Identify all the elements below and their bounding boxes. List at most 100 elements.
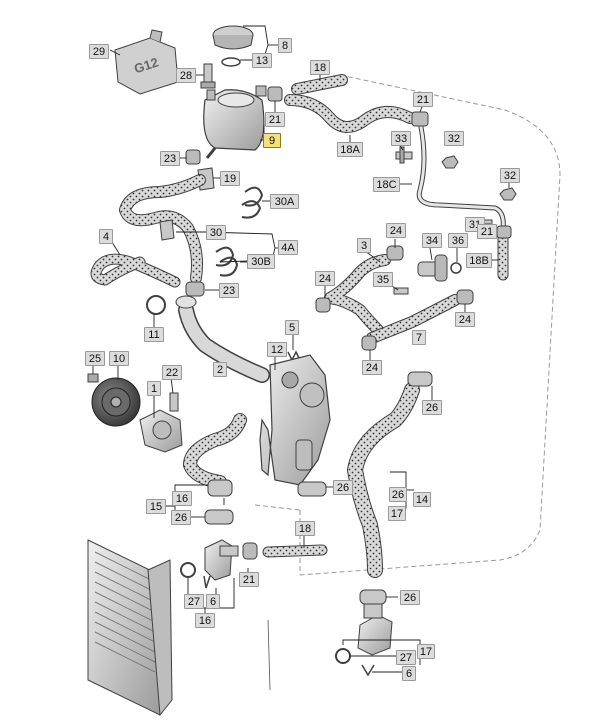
pipe-18C	[416, 121, 506, 231]
label-group-brackets	[267, 619, 271, 691]
callout-16-upper: 16	[172, 491, 192, 506]
callout-18B: 18B	[466, 253, 492, 268]
callout-4A: 4A	[278, 240, 298, 255]
hose-4-lower	[90, 253, 181, 288]
callout-19: 19	[220, 171, 240, 186]
hose-18-lower	[262, 544, 328, 558]
callout-12: 12	[267, 342, 287, 357]
callout-32-lower: 32	[500, 168, 520, 183]
hose-7	[366, 294, 461, 344]
callout-10: 10	[109, 351, 129, 366]
callout-6-right: 6	[402, 666, 416, 681]
callout-24-upper: 24	[386, 223, 406, 238]
callout-5: 5	[285, 320, 299, 335]
clamp-23-upper	[185, 149, 201, 165]
callout-34: 34	[422, 233, 442, 248]
engine-outline-dashed	[254, 74, 561, 576]
tank-cap	[212, 25, 254, 50]
pipe-2	[175, 295, 270, 383]
coolant-housing	[259, 354, 331, 486]
clamp-21-top	[267, 86, 283, 102]
callout-21-right: 21	[477, 224, 497, 239]
clamp-21-right	[496, 225, 512, 239]
callout-4: 4	[99, 229, 113, 244]
radiator	[87, 539, 173, 717]
hose-3	[324, 254, 391, 336]
hose-17	[347, 382, 420, 578]
callout-35: 35	[373, 272, 393, 287]
callout-22: 22	[162, 365, 182, 380]
callout-6-left: 6	[206, 594, 220, 609]
callout-14: 14	[413, 492, 431, 507]
callout-26-housing: 26	[333, 480, 353, 495]
clip-5	[287, 350, 301, 362]
callout-18-lower: 18	[295, 521, 315, 536]
bolt-33	[395, 146, 413, 164]
hose-18A	[284, 94, 416, 133]
callout-26-left: 26	[171, 510, 191, 525]
callout-24-lower: 24	[362, 360, 382, 375]
fitting-34	[417, 254, 448, 282]
callout-21-lower: 21	[239, 572, 259, 587]
callout-17-lower: 17	[417, 644, 435, 659]
hose-16	[183, 413, 247, 489]
callout-23-lower: 23	[219, 283, 239, 298]
bolt-22	[169, 392, 179, 412]
callout-36: 36	[448, 233, 468, 248]
o-ring-27-lower-left	[180, 562, 196, 578]
callout-24-left: 24	[315, 271, 335, 286]
connector-16-lower	[204, 539, 239, 581]
clamp-23-lower	[185, 281, 205, 297]
callout-29: 29	[89, 44, 109, 59]
clip-6-right	[361, 664, 375, 677]
callout-26-mid: 26	[389, 487, 407, 502]
callout-9: 9	[263, 133, 281, 148]
callout-3: 3	[357, 238, 371, 253]
bolt-25	[87, 373, 99, 383]
callout-26-lower: 26	[400, 590, 420, 605]
clamps-24	[315, 245, 474, 351]
bolt-28	[200, 63, 216, 89]
pulley-10	[91, 377, 141, 427]
callout-30B: 30B	[247, 254, 275, 269]
callout-33: 33	[391, 131, 411, 146]
callout-1: 1	[147, 381, 161, 396]
coolant-bottle: G12	[114, 29, 179, 95]
clamp-21-pipe	[411, 111, 429, 127]
clamps-26	[204, 371, 433, 605]
clamp-21-lower	[242, 542, 258, 560]
callout-8: 8	[278, 38, 292, 53]
water-pump-1	[139, 409, 183, 453]
coolant-bottle-label: G12	[132, 54, 160, 76]
hose-18-straight-top	[291, 74, 348, 95]
callout-2: 2	[213, 362, 227, 377]
callout-27-right: 27	[396, 650, 416, 665]
callout-30: 30	[206, 225, 226, 240]
callout-23-upper: 23	[160, 151, 180, 166]
hoses	[90, 74, 509, 578]
callout-18C: 18C	[373, 177, 400, 192]
callout-28: 28	[176, 68, 196, 83]
callout-30A: 30A	[270, 194, 299, 209]
connector-17-lower	[357, 603, 393, 656]
callout-11: 11	[144, 327, 164, 342]
callout-27-left: 27	[184, 594, 204, 609]
callout-25: 25	[85, 351, 105, 366]
callout-15: 15	[146, 499, 166, 514]
clips-30	[215, 186, 264, 277]
callout-17-mid: 17	[388, 506, 406, 521]
callout-13: 13	[252, 53, 272, 68]
nut-32-lower	[499, 187, 517, 201]
cap-seal	[221, 57, 241, 67]
callout-21-pipe: 21	[413, 92, 433, 107]
o-ring-11	[146, 295, 166, 315]
clip-30-small	[159, 219, 175, 241]
callout-18-top: 18	[310, 60, 330, 75]
o-ring-36	[450, 262, 462, 274]
bolt-35	[393, 287, 409, 295]
callout-32-upper: 32	[444, 131, 464, 146]
callout-7: 7	[412, 330, 426, 345]
clip-6-left	[203, 575, 211, 589]
callout-16-lower: 16	[195, 613, 215, 628]
